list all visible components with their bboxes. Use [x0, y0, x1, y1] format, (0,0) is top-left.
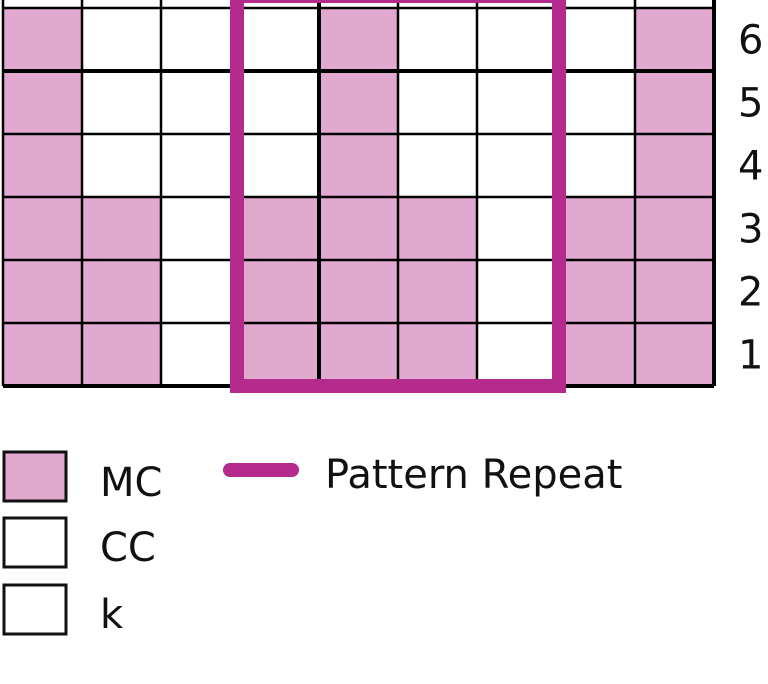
chart-cell-row4-col1 [3, 134, 82, 197]
chart-cell-row5-col5 [319, 71, 398, 134]
chart-cell-row1-col2 [82, 323, 161, 386]
chart-cell-row6-col9 [635, 8, 714, 71]
chart-cell-row5-col4 [240, 71, 319, 134]
chart-cell-row4-col3 [161, 134, 240, 197]
chart-cell-row2-col6 [398, 260, 477, 323]
chart-cell-row3-col3 [161, 197, 240, 260]
chart-cell-row2-col3 [161, 260, 240, 323]
chart-cell-row2-col4 [240, 260, 319, 323]
chart-cell-row4-col9 [635, 134, 714, 197]
legend-mc-swatch [2, 450, 68, 503]
chart-cell-row1-col1 [3, 323, 82, 386]
legend-k-swatch [2, 583, 68, 636]
chart-cell-row4-col5 [319, 134, 398, 197]
chart-cell-row2-col8 [556, 260, 635, 323]
chart-cell-row5-col7 [477, 71, 556, 134]
chart-cell-row3-col5 [319, 197, 398, 260]
legend-cc-swatch [2, 516, 68, 569]
legend-mc-label: MC [100, 460, 162, 506]
chart-cell-row6-col1 [3, 8, 82, 71]
row-label-2: 2 [738, 270, 763, 316]
chart-cell-row5-col8 [556, 71, 635, 134]
pattern-repeat-box [230, 0, 566, 393]
chart-cell-row6-col2 [82, 8, 161, 71]
chart-cell-row3-col6 [398, 197, 477, 260]
chart-cell-row1-col5 [319, 323, 398, 386]
chart-cell-row5-col9 [635, 71, 714, 134]
chart-cell-row4-col2 [82, 134, 161, 197]
chart-cell-row4-col6 [398, 134, 477, 197]
chart-cell-row1-col3 [161, 323, 240, 386]
chart-cell-row4-col7 [477, 134, 556, 197]
chart-cell-row2-col7 [477, 260, 556, 323]
row-label-3: 3 [738, 207, 763, 253]
legend: MC CC k Pattern Repeat [2, 450, 622, 638]
chart-cell-row6-col5 [319, 8, 398, 71]
chart-cell-row6-col3 [161, 8, 240, 71]
row-label-5: 5 [738, 81, 763, 127]
chart-cell-row2-col2 [82, 260, 161, 323]
chart-cell-row1-col4 [240, 323, 319, 386]
chart-cell-row6-col7 [477, 8, 556, 71]
chart-cell-row2-col5 [319, 260, 398, 323]
chart-cell-row3-col9 [635, 197, 714, 260]
chart-cell-row5-col1 [3, 71, 82, 134]
chart-cell-row5-col6 [398, 71, 477, 134]
chart-cell-row2-col9 [635, 260, 714, 323]
legend-cc-label: CC [100, 525, 156, 571]
chart-cell-row5-col3 [161, 71, 240, 134]
row-label-6: 6 [738, 18, 763, 64]
chart-cell-row5-col2 [82, 71, 161, 134]
chart-cell-row3-col1 [3, 197, 82, 260]
chart-cell-row3-col8 [556, 197, 635, 260]
legend-pattern-repeat-label: Pattern Repeat [325, 452, 622, 498]
chart-cell-row3-col4 [240, 197, 319, 260]
chart-cell-row1-col8 [556, 323, 635, 386]
chart-cells [3, 8, 714, 386]
chart-cell-row6-col8 [556, 8, 635, 71]
chart-cell-row6-col4 [240, 8, 319, 71]
chart-cell-row6-col6 [398, 8, 477, 71]
chart-cell-row1-col7 [477, 323, 556, 386]
row-labels: 6 5 4 3 2 1 [738, 18, 763, 379]
chart-cell-row1-col9 [635, 323, 714, 386]
legend-k-label: k [100, 592, 124, 638]
chart-cell-row4-col4 [240, 134, 319, 197]
chart-cell-row2-col1 [3, 260, 82, 323]
row-label-4: 4 [738, 144, 763, 190]
row-label-1: 1 [738, 333, 763, 379]
chart-cell-row3-col7 [477, 197, 556, 260]
chart-cell-row3-col2 [82, 197, 161, 260]
chart-cell-row4-col8 [556, 134, 635, 197]
chart-cell-row1-col6 [398, 323, 477, 386]
